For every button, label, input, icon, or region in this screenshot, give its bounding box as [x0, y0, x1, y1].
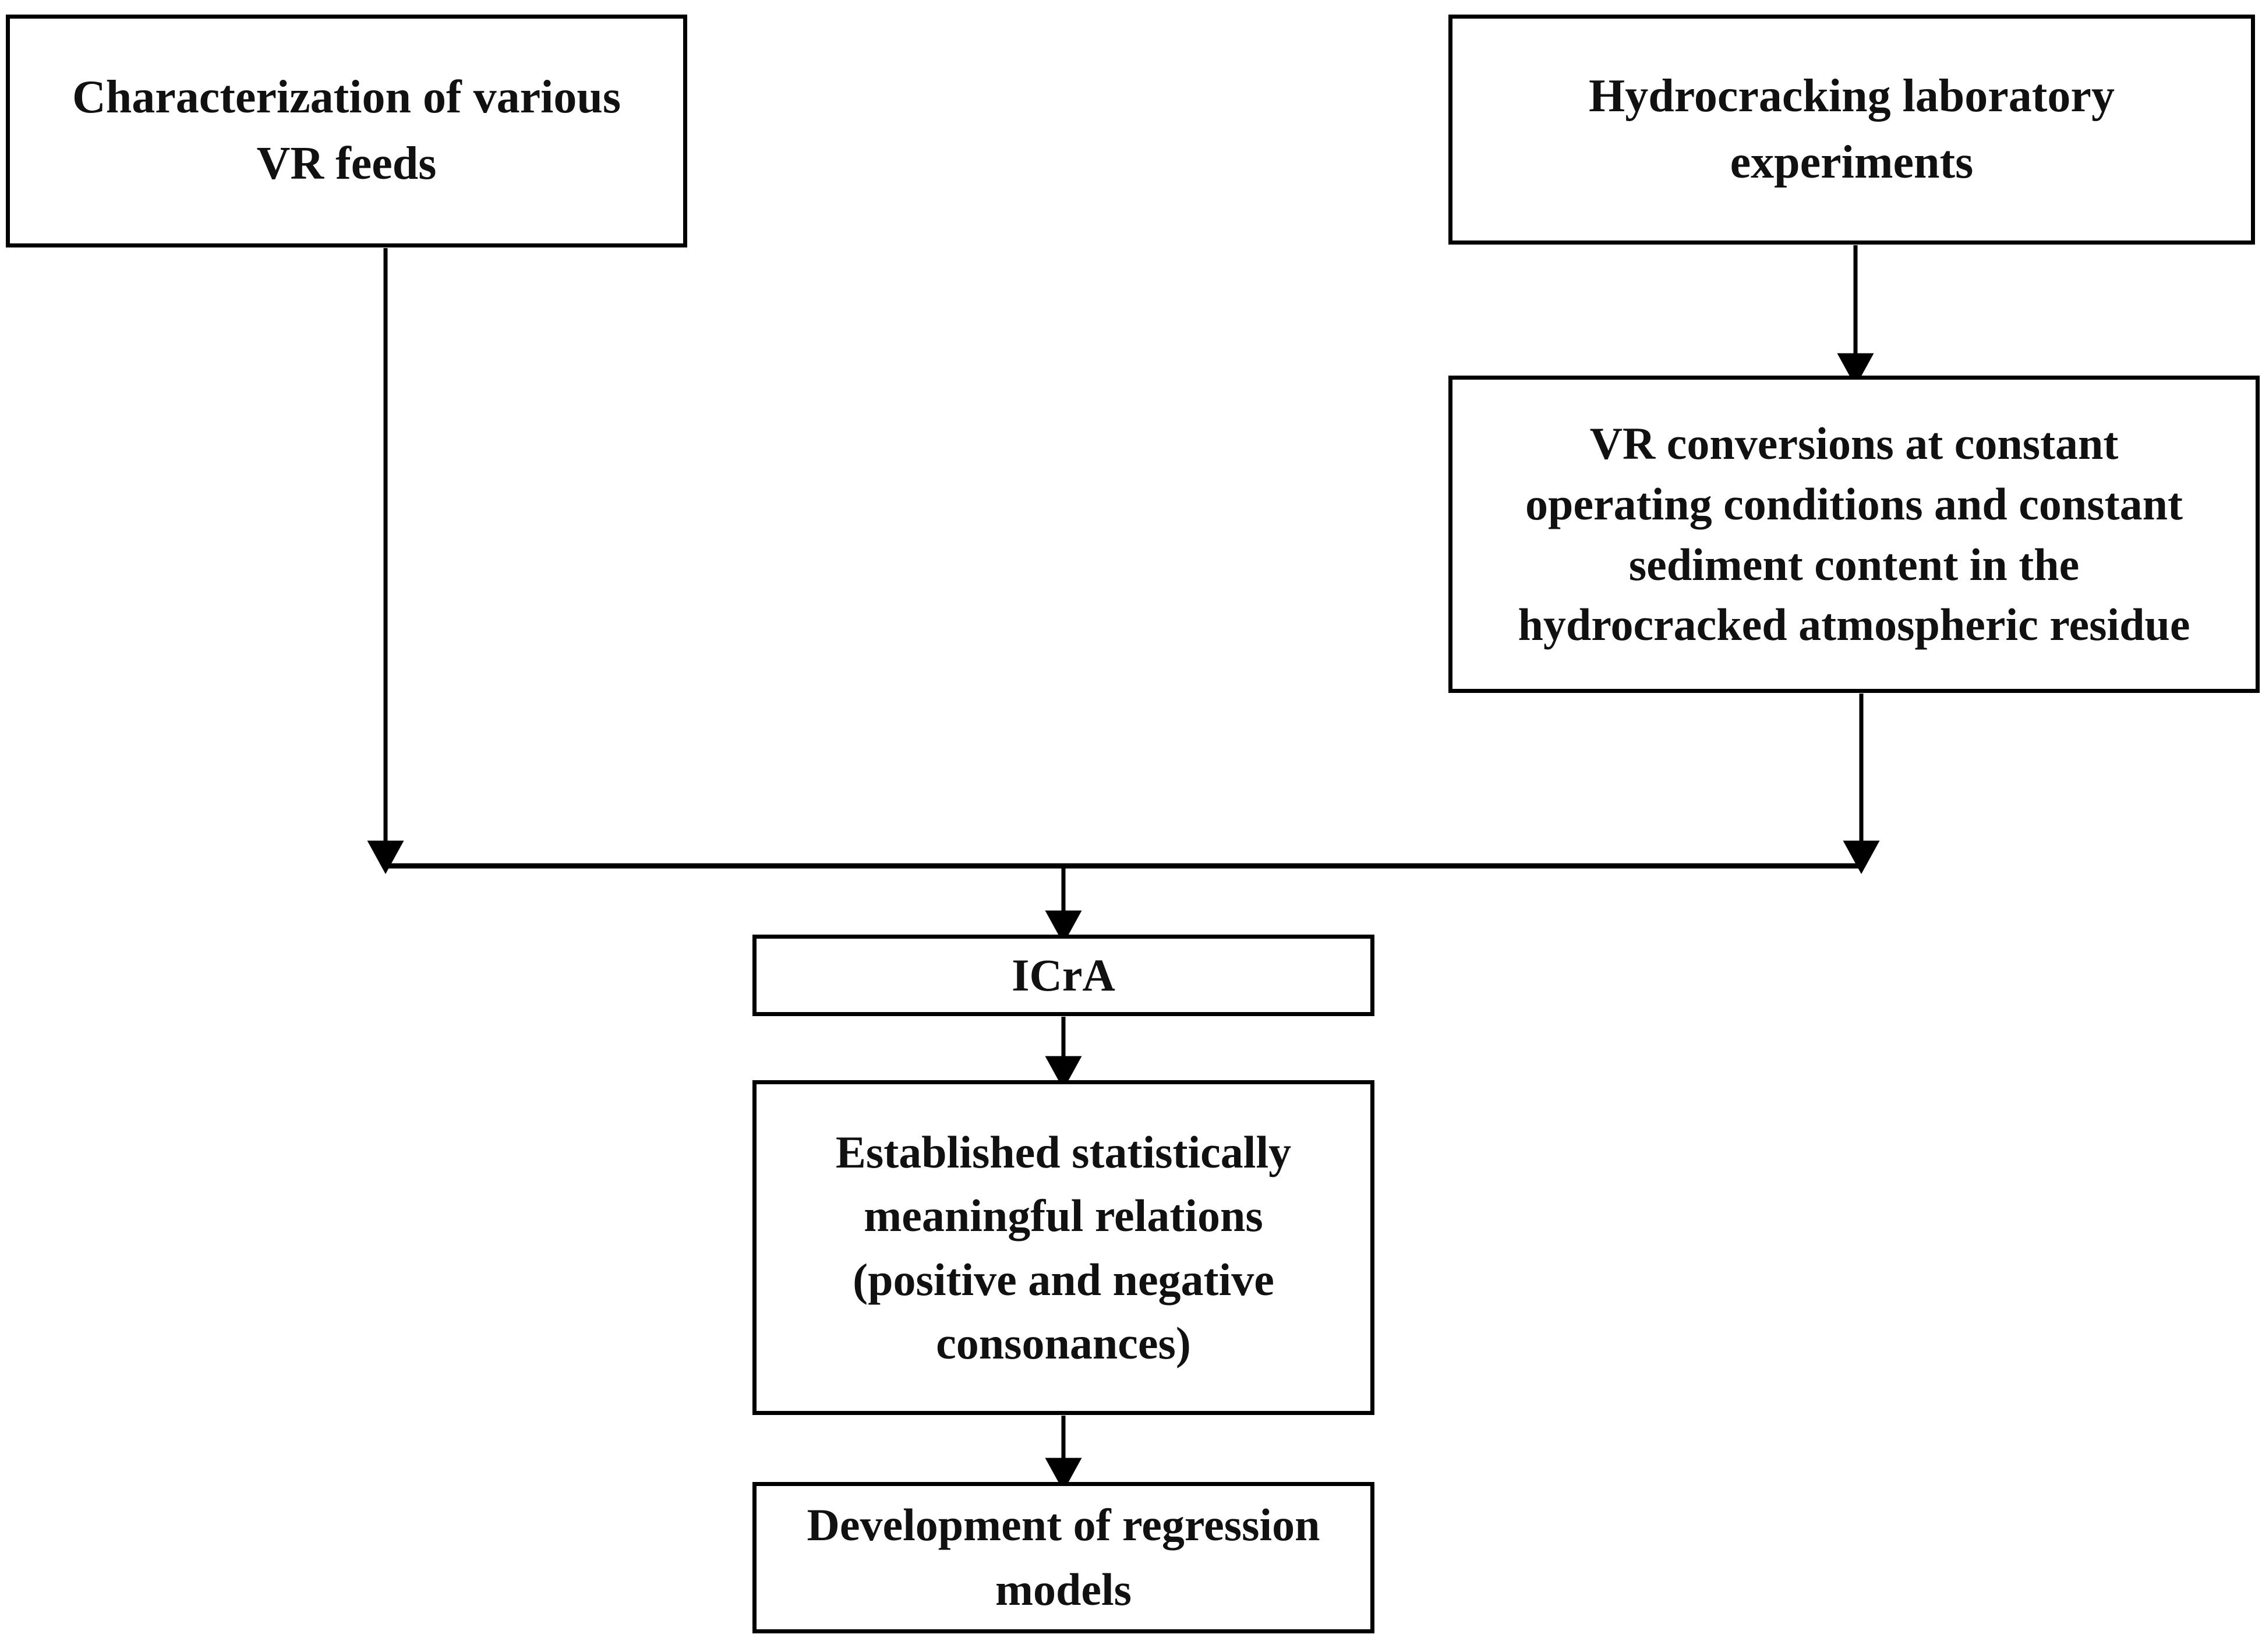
node-vr-feeds-label: Characterization of various VR feeds	[72, 72, 621, 189]
node-relations[interactable]: Established statistically meaningful rel…	[752, 1080, 1374, 1415]
node-regression-models-label: Development of regression models	[807, 1499, 1320, 1615]
node-icra[interactable]: ICrA	[752, 935, 1374, 1016]
node-relations-label: Established statistically meaningful rel…	[835, 1127, 1292, 1368]
node-regression-models[interactable]: Development of regression models	[752, 1482, 1374, 1633]
node-hydrocracking-lab-label: Hydrocracking laboratory experiments	[1589, 70, 2115, 188]
node-vr-conversions[interactable]: VR conversions at constant operating con…	[1448, 376, 2260, 693]
node-hydrocracking-lab[interactable]: Hydrocracking laboratory experiments	[1448, 15, 2255, 245]
node-vr-conversions-label: VR conversions at constant operating con…	[1518, 418, 2190, 650]
node-icra-label: ICrA	[1012, 949, 1115, 1000]
node-vr-feeds[interactable]: Characterization of various VR feeds	[6, 15, 687, 247]
